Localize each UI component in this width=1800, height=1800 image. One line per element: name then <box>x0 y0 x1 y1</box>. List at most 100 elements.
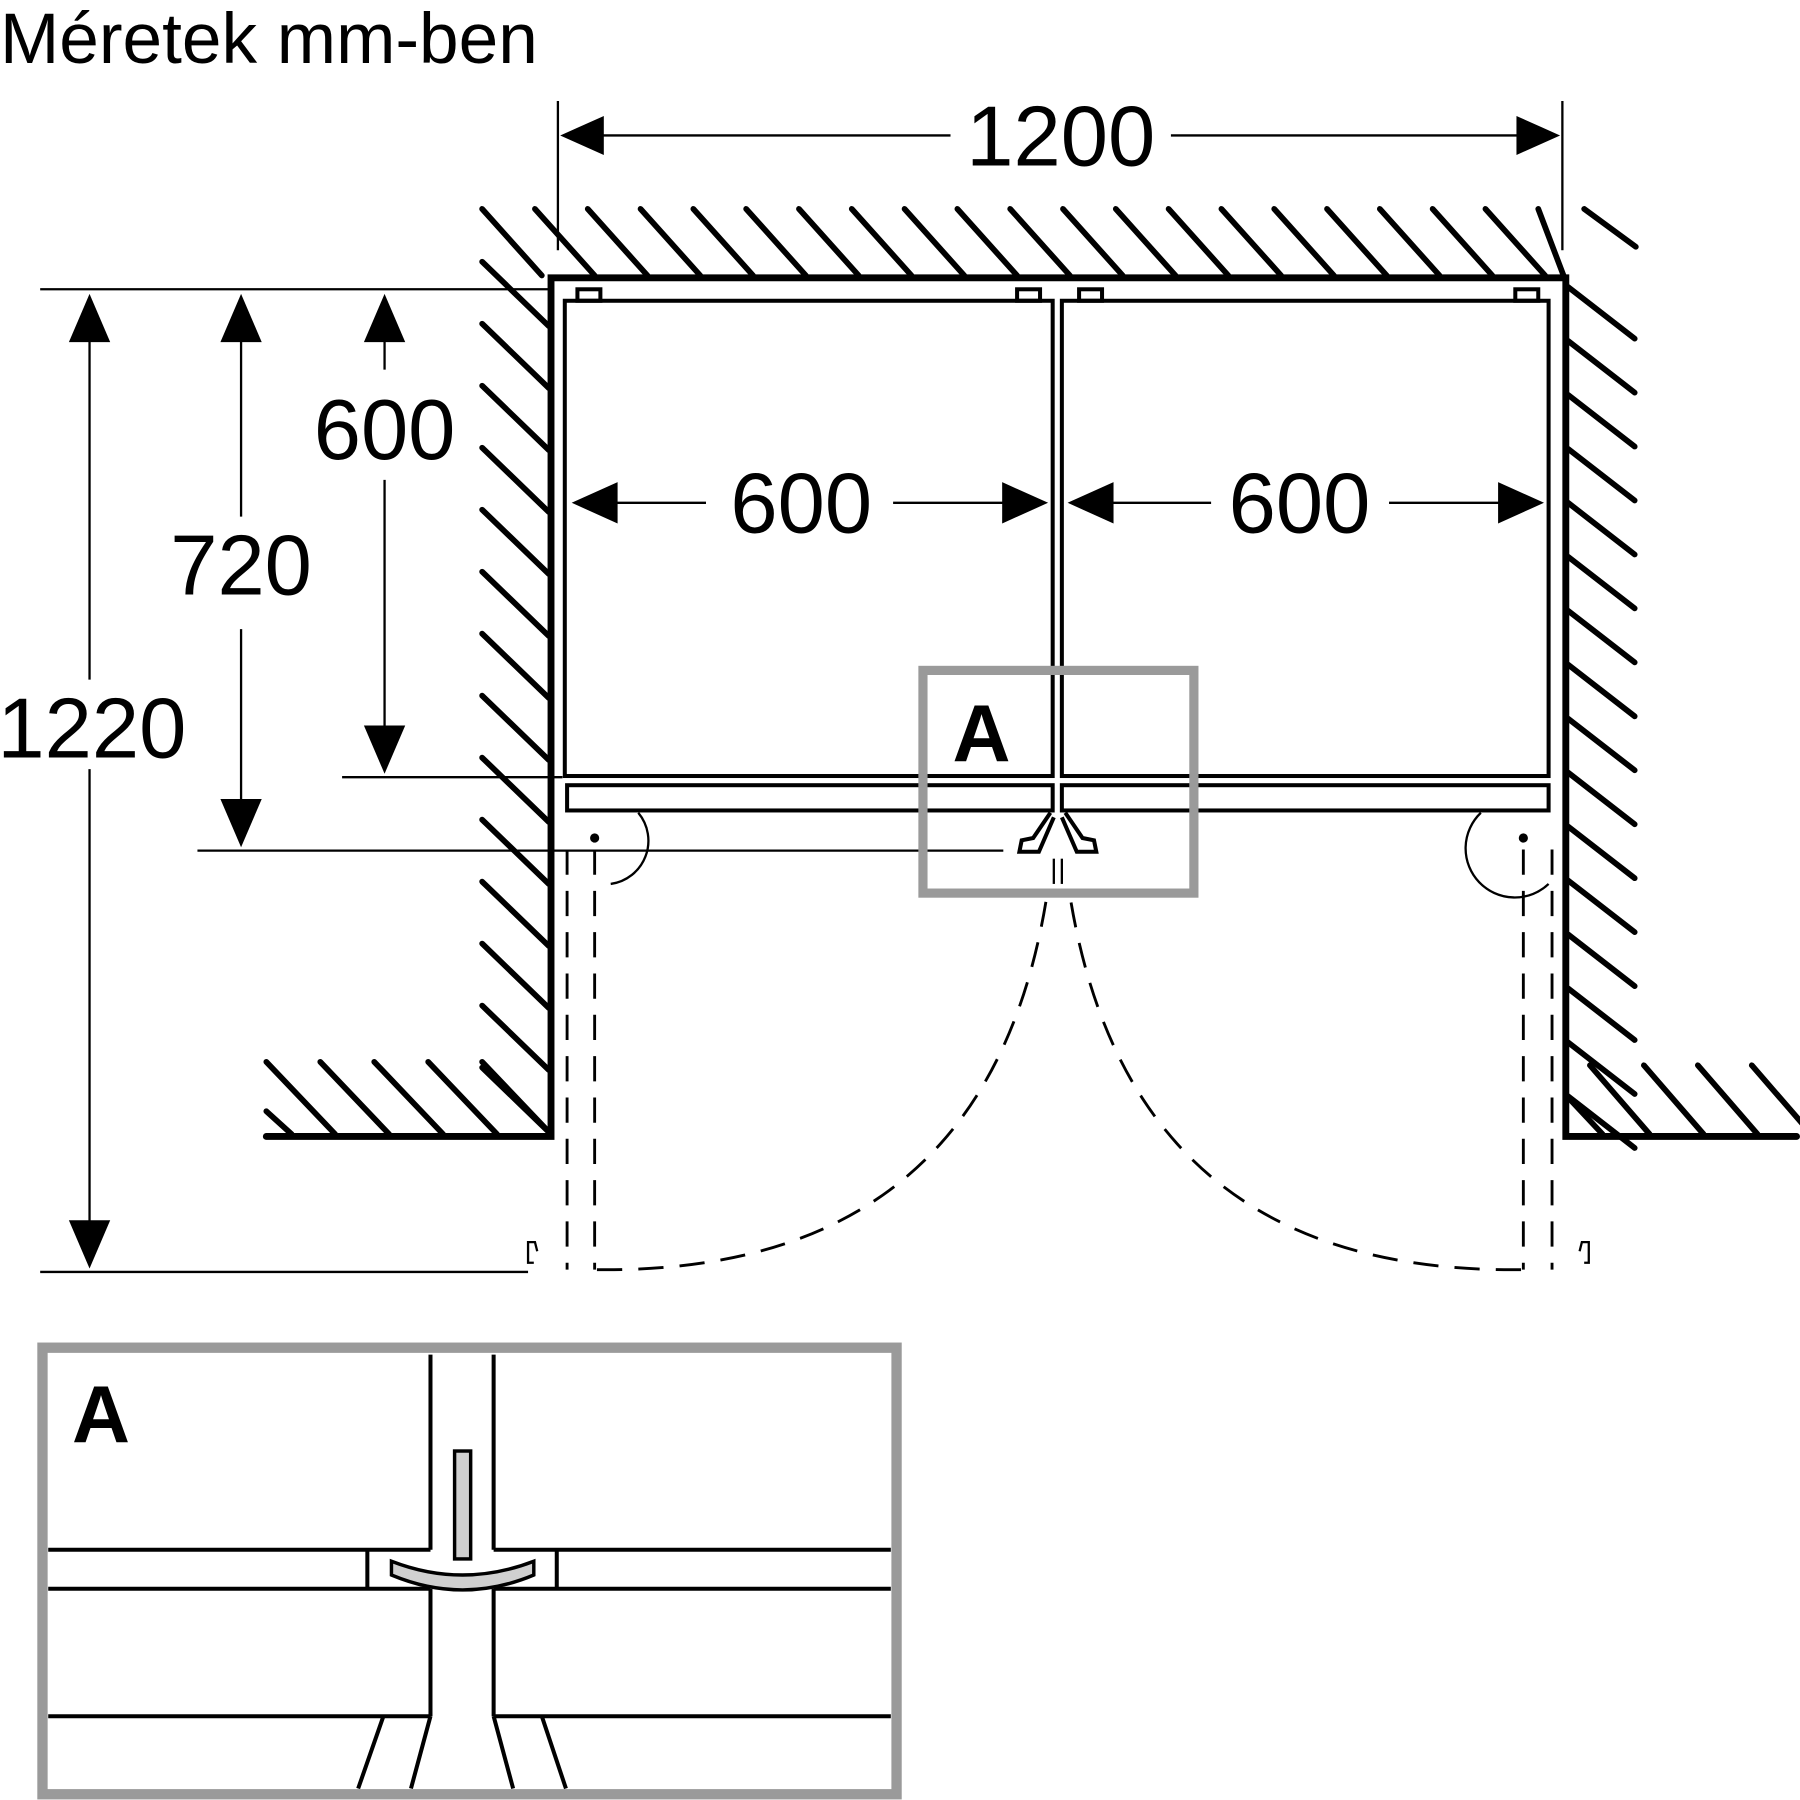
hatch-line <box>1060 206 1126 279</box>
hinge-pivot-icon <box>590 833 600 843</box>
hatch-line <box>1565 607 1638 666</box>
hatch-line <box>317 1058 393 1138</box>
hatch-line <box>1581 206 1639 250</box>
hinge-left <box>590 812 650 886</box>
detail-marker-a[interactable]: A <box>918 665 1199 898</box>
vertical-dimensions: 600 720 1220 <box>0 288 1004 1274</box>
dimension-label: 1220 <box>0 681 186 776</box>
hatch-line <box>1565 1094 1606 1138</box>
handle-edge <box>539 1715 568 1790</box>
hatch-line <box>1748 1062 1800 1126</box>
arrow-down-icon <box>68 1220 111 1269</box>
hatch-line <box>796 206 862 279</box>
cabinet-body <box>1059 298 1551 779</box>
hatch-line <box>1535 206 1567 279</box>
hatch-line <box>479 816 552 887</box>
cabinet-foot <box>1513 287 1541 303</box>
right-door-swing-arc <box>1068 895 1522 1272</box>
arrow-down-icon <box>363 725 406 774</box>
hatch-line <box>479 506 552 577</box>
hatch-line <box>1376 206 1443 279</box>
dimension-label: 600 <box>1229 456 1371 551</box>
hatch-line <box>1165 206 1232 279</box>
hatch-line <box>1218 206 1284 279</box>
arrow-left-icon <box>1067 482 1114 524</box>
hinge-right <box>1464 811 1550 899</box>
hatch-line <box>479 382 552 453</box>
hatch-line <box>1565 715 1638 774</box>
hatch-line <box>1565 445 1638 504</box>
arrow-left-icon <box>560 115 604 155</box>
detail-inset-a: A <box>37 1342 902 1800</box>
handle-outline-left <box>526 1240 539 1264</box>
right-cabinet <box>1059 287 1551 813</box>
hatch-line <box>1565 823 1638 882</box>
left-cabinet <box>562 287 1055 813</box>
hatch-line <box>479 258 552 329</box>
hatch-line <box>532 206 598 279</box>
hatch-line <box>1324 206 1390 279</box>
hatch-line <box>479 630 552 701</box>
arrow-right-icon <box>1002 482 1049 524</box>
hatch-line <box>1565 661 1638 720</box>
dimension-label: 600 <box>730 456 872 551</box>
dimension-right-cabinet-width: 600 <box>1067 456 1545 551</box>
hatch-line <box>1565 985 1638 1043</box>
detail-marker-label: A <box>952 689 1010 779</box>
hatch-line <box>1482 206 1549 279</box>
arrow-right-icon <box>1498 482 1545 524</box>
hatch-line <box>1565 392 1638 450</box>
hatch-line <box>1694 1062 1761 1138</box>
hatch-line <box>479 754 552 825</box>
handle-left <box>1016 811 1056 854</box>
handle-right <box>1060 811 1099 854</box>
cabinet-body <box>562 298 1055 779</box>
arrow-left-icon <box>571 482 618 524</box>
hatch-line <box>479 940 552 1011</box>
dimension-niche-width: 1200 <box>556 88 1564 251</box>
hatch-line <box>1565 769 1638 828</box>
detail-inset-frame <box>37 1342 902 1800</box>
hatch-line <box>1112 206 1179 279</box>
hatch-line <box>479 206 545 279</box>
wall-hatching <box>263 206 1800 1151</box>
wall-outline <box>262 274 1800 1140</box>
handle-outline-right <box>1578 1240 1590 1264</box>
hatch-line <box>1641 1062 1707 1138</box>
hatch-line <box>584 206 651 279</box>
hatch-line <box>690 206 756 279</box>
hatch-line <box>371 1058 446 1138</box>
dimension-label: 720 <box>170 518 312 613</box>
hinge-pivot-icon <box>1518 833 1528 843</box>
hatch-line <box>1007 206 1073 279</box>
seal-strip <box>452 1449 473 1561</box>
hatch-line <box>1271 206 1337 279</box>
handle-edge <box>356 1715 386 1790</box>
hatch-line <box>1565 338 1638 396</box>
cabinet-foot <box>1077 287 1105 303</box>
arrow-up-icon <box>68 293 111 343</box>
hatch-line <box>1565 553 1638 612</box>
cabinet-door <box>1059 783 1551 813</box>
arrow-up-icon <box>220 293 262 343</box>
left-door-swing-arc <box>596 895 1049 1272</box>
hatch-line <box>1429 206 1496 279</box>
hatch-line <box>479 1058 554 1138</box>
handle-edge <box>491 1715 516 1790</box>
seal-profile <box>389 1558 536 1592</box>
hatch-line <box>848 206 915 279</box>
hatch-line <box>1565 877 1638 936</box>
hatch-line <box>1565 499 1638 558</box>
detail-inset-label: A <box>72 1370 130 1460</box>
hatch-line <box>954 206 1020 279</box>
cabinet-foot <box>1015 287 1043 303</box>
dimension-label: 1200 <box>966 88 1155 183</box>
dimension-label: 600 <box>314 382 456 477</box>
hatch-line <box>263 1058 339 1138</box>
hatch-line <box>479 692 552 763</box>
niche-walls <box>262 274 1800 1140</box>
hatch-line <box>425 1058 500 1138</box>
hatch-line <box>479 878 552 949</box>
hatch-line <box>1565 931 1638 989</box>
